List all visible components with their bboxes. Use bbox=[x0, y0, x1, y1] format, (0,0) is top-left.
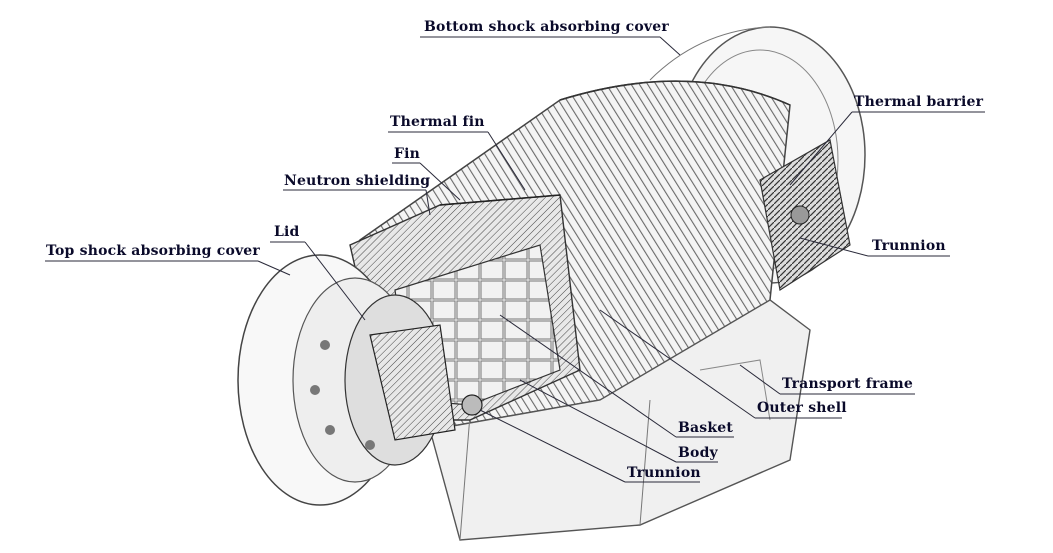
label-lid: Lid bbox=[274, 224, 300, 240]
label-top-shock-absorbing-cover: Top shock absorbing cover bbox=[46, 243, 260, 259]
label-transport-frame: Transport frame bbox=[782, 376, 913, 392]
trunnion-front bbox=[461, 394, 483, 416]
top-shock-absorbing-cover bbox=[237, 254, 456, 506]
label-body: Body bbox=[678, 445, 718, 461]
transport-frame bbox=[429, 299, 811, 541]
label-trunnion-bottom: Trunnion bbox=[627, 465, 701, 481]
label-basket: Basket bbox=[678, 420, 734, 436]
label-thermal-fin: Thermal fin bbox=[390, 114, 485, 130]
label-trunnion-right: Trunnion bbox=[872, 238, 946, 254]
label-neutron-shielding: Neutron shielding bbox=[284, 173, 431, 189]
label-bottom-shock-absorbing-cover: Bottom shock absorbing cover bbox=[424, 19, 669, 35]
label-thermal-barrier: Thermal barrier bbox=[854, 94, 984, 110]
leader-lines bbox=[45, 36, 985, 483]
thermal-barrier-panel bbox=[759, 139, 851, 291]
label-outer-shell: Outer shell bbox=[757, 400, 847, 416]
label-fin: Fin bbox=[394, 146, 421, 162]
